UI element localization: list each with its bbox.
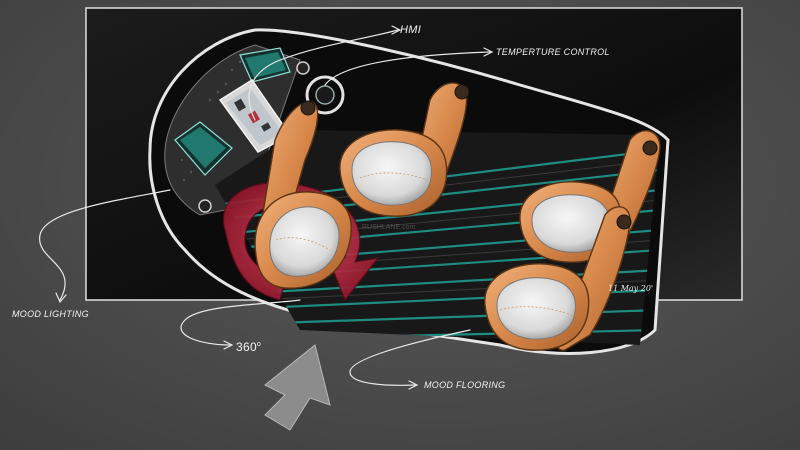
label-hmi: HMI — [400, 24, 422, 36]
label-mood-lighting: MOOD LIGHTING — [12, 309, 89, 319]
label-rotation: 360o — [236, 340, 261, 354]
label-rotation-value: 360 — [236, 340, 257, 354]
label-temperature-control: TEMPERTURE CONTROL — [496, 47, 610, 57]
driver-seat — [254, 100, 352, 289]
hmi-screen — [218, 78, 292, 153]
pointer-arrow-icon — [264, 344, 331, 431]
watermark: RUSHLANE.com — [362, 224, 416, 231]
label-rotation-unit: o — [256, 341, 262, 348]
label-mood-flooring: MOOD FLOORING — [424, 380, 506, 390]
designer-signature: 11 May 20' — [608, 284, 654, 293]
dashboard-screens — [174, 47, 291, 176]
dashboard — [164, 44, 301, 216]
steering-wheel — [198, 61, 345, 213]
passenger-seat — [339, 82, 470, 217]
rear-seat-left — [484, 206, 632, 351]
annotation-lines — [39, 25, 494, 390]
